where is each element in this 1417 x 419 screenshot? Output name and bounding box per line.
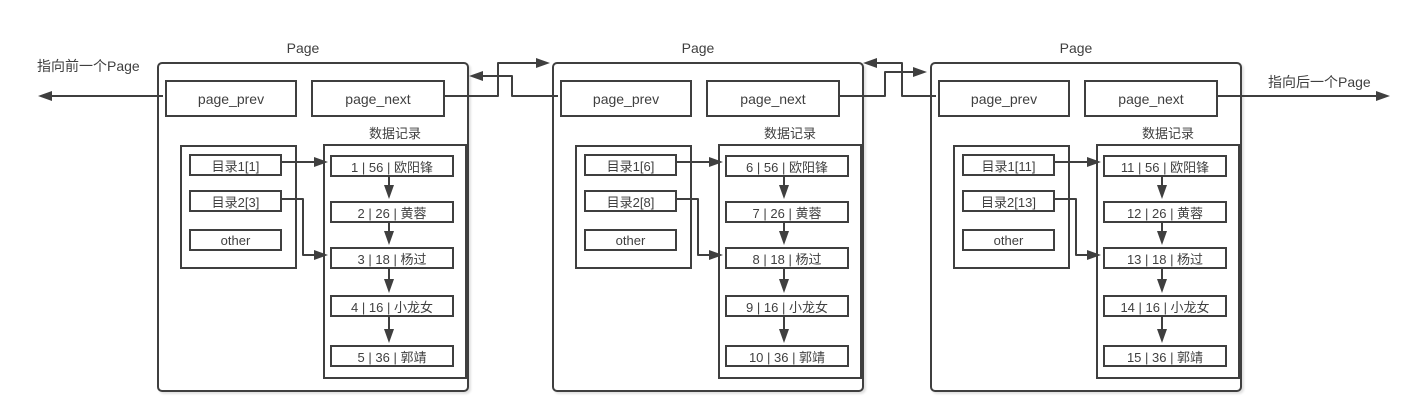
- directory-box: 目录1[11] 目录2[13] other: [953, 145, 1070, 269]
- directory-entry-other: other: [962, 229, 1055, 251]
- records-box: 1 | 56 | 欧阳锋 2 | 26 | 黄蓉 3 | 18 | 杨过 4 |…: [323, 144, 467, 379]
- page-outer-box: page_prev page_next 数据记录 目录1[1] 目录2[3] o…: [157, 62, 469, 392]
- next-page-label: 指向后一个Page: [1268, 74, 1371, 90]
- page-outer-box: page_prev page_next 数据记录 目录1[11] 目录2[13]…: [930, 62, 1242, 392]
- page-title: Page: [681, 40, 715, 56]
- record-row-4: 14 | 16 | 小龙女: [1103, 295, 1227, 317]
- records-box: 6 | 56 | 欧阳锋 7 | 26 | 黄蓉 8 | 18 | 杨过 9 |…: [718, 144, 862, 379]
- prev-page-label: 指向前一个Page: [37, 58, 140, 74]
- directory-entry-2: 目录2[8]: [584, 190, 677, 212]
- record-row-3: 3 | 18 | 杨过: [330, 247, 454, 269]
- page-next-box: page_next: [706, 80, 840, 117]
- record-row-1: 1 | 56 | 欧阳锋: [330, 155, 454, 177]
- record-row-4: 4 | 16 | 小龙女: [330, 295, 454, 317]
- directory-entry-1: 目录1[11]: [962, 154, 1055, 176]
- directory-entry-1: 目录1[6]: [584, 154, 677, 176]
- data-records-label: 数据记录: [368, 126, 421, 141]
- directory-box: 目录1[1] 目录2[3] other: [180, 145, 297, 269]
- page-next-box: page_next: [1084, 80, 1218, 117]
- record-row-5: 15 | 36 | 郭靖: [1103, 345, 1227, 367]
- record-row-5: 10 | 36 | 郭靖: [725, 345, 849, 367]
- page-title: Page: [286, 40, 320, 56]
- page-prev-box: page_prev: [165, 80, 297, 117]
- records-box: 11 | 56 | 欧阳锋 12 | 26 | 黄蓉 13 | 18 | 杨过 …: [1096, 144, 1240, 379]
- page-title: Page: [1059, 40, 1093, 56]
- record-row-1: 6 | 56 | 欧阳锋: [725, 155, 849, 177]
- directory-box: 目录1[6] 目录2[8] other: [575, 145, 692, 269]
- directory-entry-2: 目录2[13]: [962, 190, 1055, 212]
- record-row-2: 7 | 26 | 黄蓉: [725, 201, 849, 223]
- record-row-2: 12 | 26 | 黄蓉: [1103, 201, 1227, 223]
- page-outer-box: page_prev page_next 数据记录 目录1[6] 目录2[8] o…: [552, 62, 864, 392]
- data-records-label: 数据记录: [763, 126, 816, 141]
- data-records-label: 数据记录: [1141, 126, 1194, 141]
- directory-entry-2: 目录2[3]: [189, 190, 282, 212]
- directory-entry-other: other: [584, 229, 677, 251]
- record-row-3: 13 | 18 | 杨过: [1103, 247, 1227, 269]
- page-1: Page page_prev page_next 数据记录 目录1[1] 目录2…: [157, 40, 469, 396]
- record-row-5: 5 | 36 | 郭靖: [330, 345, 454, 367]
- page-3: Page page_prev page_next 数据记录 目录1[11] 目录…: [930, 40, 1242, 396]
- page-prev-box: page_prev: [560, 80, 692, 117]
- page-prev-box: page_prev: [938, 80, 1070, 117]
- page3-prev-to-page2-arrow: [863, 58, 936, 97]
- page2-prev-to-page1-arrow: [469, 71, 558, 97]
- record-row-3: 8 | 18 | 杨过: [725, 247, 849, 269]
- directory-entry-other: other: [189, 229, 282, 251]
- record-row-4: 9 | 16 | 小龙女: [725, 295, 849, 317]
- page-next-box: page_next: [311, 80, 445, 117]
- directory-entry-1: 目录1[1]: [189, 154, 282, 176]
- record-row-2: 2 | 26 | 黄蓉: [330, 201, 454, 223]
- record-row-1: 11 | 56 | 欧阳锋: [1103, 155, 1227, 177]
- page-2: Page page_prev page_next 数据记录 目录1[6] 目录2…: [552, 40, 864, 396]
